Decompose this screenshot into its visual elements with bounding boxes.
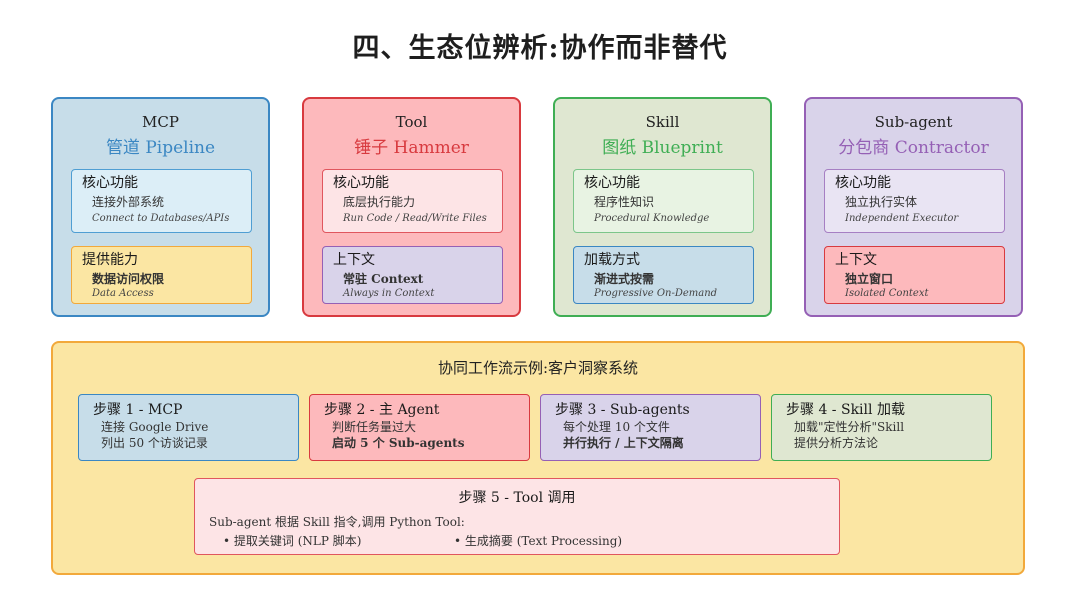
- card-tool: Tool 锤子 Hammer 核心功能 底层执行能力 Run Code / Re…: [302, 97, 521, 317]
- step-heading: 步骤 1 - MCP: [93, 402, 183, 418]
- card-name: MCP: [142, 113, 179, 131]
- card-metaphor: 图纸 Blueprint: [602, 138, 723, 158]
- workflow-step-3: 步骤 3 - Sub-agents 每个处理 10 个文件 并行执行 / 上下文…: [540, 394, 761, 461]
- context-box: 上下文 常驻 Context Always in Context: [322, 246, 503, 304]
- card-name: Skill: [645, 113, 680, 131]
- box-english: Progressive On-Demand: [594, 288, 718, 299]
- box-english: Always in Context: [343, 288, 435, 299]
- box-english: Connect to Databases/APIs: [92, 213, 230, 224]
- core-function-box: 核心功能 独立执行实体 Independent Executor: [824, 169, 1005, 233]
- workflow-step-5: 步骤 5 - Tool 调用 Sub-agent 根据 Skill 指令,调用 …: [194, 478, 840, 555]
- step-text: 加载"定性分析"Skill: [794, 420, 905, 434]
- workflow-step-4: 步骤 4 - Skill 加载 加载"定性分析"Skill 提供分析方法论: [771, 394, 992, 461]
- box-text: 底层执行能力: [343, 195, 416, 209]
- box-heading: 核心功能: [584, 175, 640, 191]
- core-function-box: 核心功能 连接外部系统 Connect to Databases/APIs: [71, 169, 252, 233]
- box-heading: 核心功能: [835, 175, 891, 191]
- card-metaphor: 锤子 Hammer: [354, 138, 469, 158]
- context-box: 上下文 独立窗口 Isolated Context: [824, 246, 1005, 304]
- box-heading: 上下文: [333, 252, 375, 268]
- capability-box: 提供能力 数据访问权限 Data Access: [71, 246, 252, 304]
- loading-mode-box: 加载方式 渐进式按需 Progressive On-Demand: [573, 246, 754, 304]
- step-description: Sub-agent 根据 Skill 指令,调用 Python Tool:: [209, 515, 465, 529]
- workflow-panel: 协同工作流示例:客户洞察系统 步骤 1 - MCP 连接 Google Driv…: [51, 341, 1025, 575]
- card-name: Sub-agent: [874, 113, 953, 131]
- card-metaphor: 分包商 Contractor: [838, 138, 989, 158]
- step-text: 判断任务量过大: [332, 420, 417, 434]
- box-heading: 核心功能: [82, 175, 138, 191]
- box-text: 渐进式按需: [594, 272, 655, 286]
- box-english: Procedural Knowledge: [594, 213, 710, 224]
- step-bullet: • 提取关键词 (NLP 脚本): [223, 534, 362, 548]
- box-heading: 上下文: [835, 252, 877, 268]
- card-name: Tool: [395, 113, 428, 131]
- step-text: 连接 Google Drive: [101, 420, 209, 434]
- card-skill: Skill 图纸 Blueprint 核心功能 程序性知识 Procedural…: [553, 97, 772, 317]
- step-text: 提供分析方法论: [794, 436, 879, 450]
- workflow-step-2: 步骤 2 - 主 Agent 判断任务量过大 启动 5 个 Sub-agents: [309, 394, 530, 461]
- step-text: 列出 50 个访谈记录: [101, 436, 208, 450]
- step-heading: 步骤 3 - Sub-agents: [555, 402, 690, 418]
- box-text: 独立窗口: [845, 272, 894, 286]
- card-sub-agent: Sub-agent 分包商 Contractor 核心功能 独立执行实体 Ind…: [804, 97, 1023, 317]
- workflow-step-1: 步骤 1 - MCP 连接 Google Drive 列出 50 个访谈记录: [78, 394, 299, 461]
- step-text: 启动 5 个 Sub-agents: [332, 436, 465, 450]
- step-heading: 步骤 5 - Tool 调用: [458, 490, 576, 506]
- step-heading: 步骤 4 - Skill 加载: [786, 402, 905, 418]
- box-english: Data Access: [92, 288, 154, 299]
- box-text: 程序性知识: [594, 195, 655, 209]
- card-metaphor: 管道 Pipeline: [105, 138, 216, 158]
- step-heading: 步骤 2 - 主 Agent: [324, 402, 440, 418]
- box-text: 连接外部系统: [92, 195, 165, 209]
- page-title: 四、生态位辨析:协作而非替代: [352, 33, 728, 64]
- box-text: 常驻 Context: [343, 272, 424, 286]
- box-english: Run Code / Read/Write Files: [343, 213, 487, 224]
- step-text: 并行执行 / 上下文隔离: [563, 436, 684, 450]
- step-text: 每个处理 10 个文件: [563, 420, 670, 434]
- step-bullet: • 生成摘要 (Text Processing): [454, 534, 623, 548]
- workflow-title: 协同工作流示例:客户洞察系统: [437, 359, 639, 377]
- box-text: 数据访问权限: [92, 272, 165, 286]
- box-heading: 加载方式: [584, 252, 640, 268]
- box-heading: 核心功能: [333, 175, 389, 191]
- core-function-box: 核心功能 程序性知识 Procedural Knowledge: [573, 169, 754, 233]
- core-function-box: 核心功能 底层执行能力 Run Code / Read/Write Files: [322, 169, 503, 233]
- box-heading: 提供能力: [82, 252, 138, 268]
- box-english: Independent Executor: [845, 213, 959, 224]
- card-mcp: MCP 管道 Pipeline 核心功能 连接外部系统 Connect to D…: [51, 97, 270, 317]
- box-text: 独立执行实体: [845, 195, 918, 209]
- box-english: Isolated Context: [845, 288, 929, 299]
